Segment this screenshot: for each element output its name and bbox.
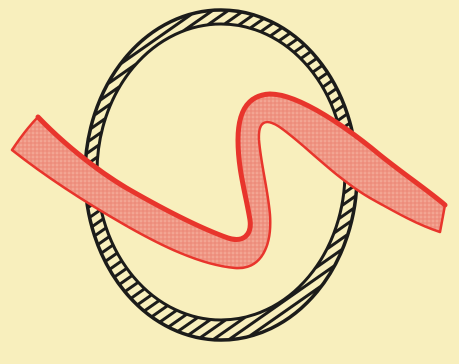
hatched-ring [85,10,357,340]
